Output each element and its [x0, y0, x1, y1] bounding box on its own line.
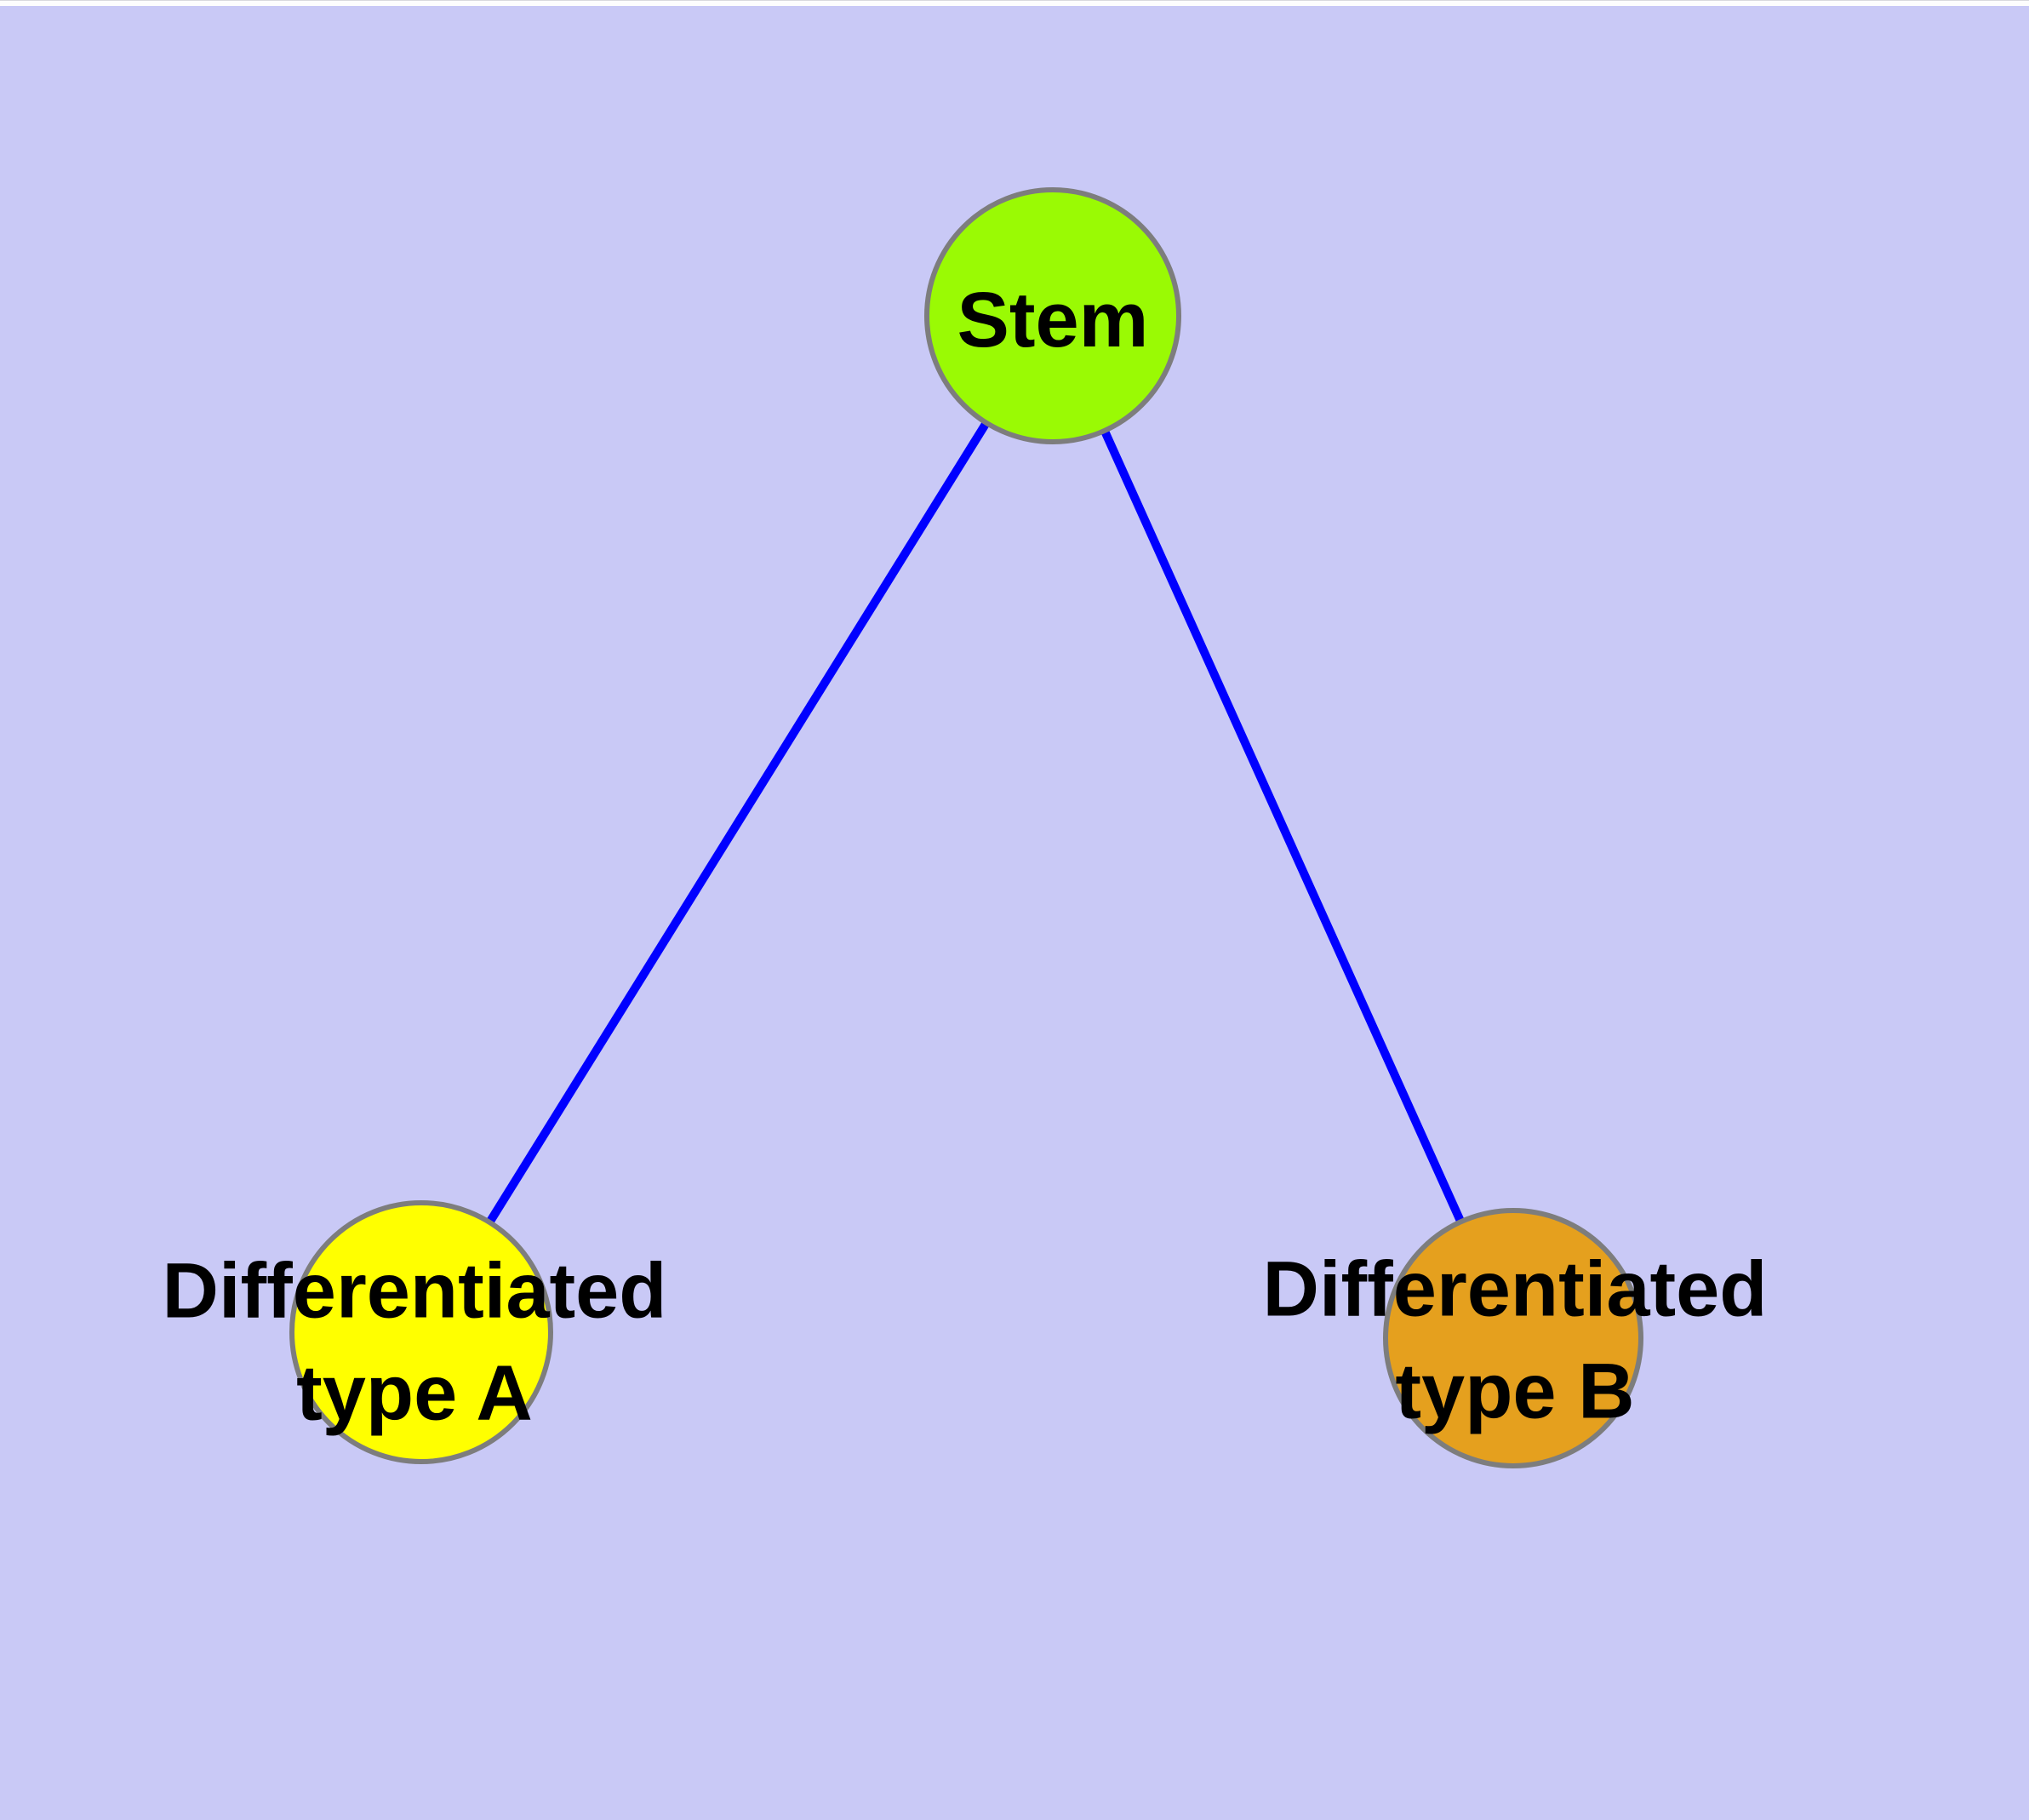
- node-type-b-circle: [1383, 1208, 1643, 1468]
- node-type-a-label: Differentiated type A: [162, 1247, 667, 1436]
- window-top-strip: [0, 0, 2029, 6]
- node-stem-circle: [924, 187, 1181, 444]
- edge-stem-to-type-b: [1049, 313, 1517, 1341]
- node-type-b-label: Differentiated type B: [1262, 1245, 1768, 1434]
- edge-stem-to-type-a: [417, 313, 1057, 1335]
- node-stem-label: Stem: [957, 277, 1149, 364]
- node-type-a-circle: [289, 1200, 553, 1464]
